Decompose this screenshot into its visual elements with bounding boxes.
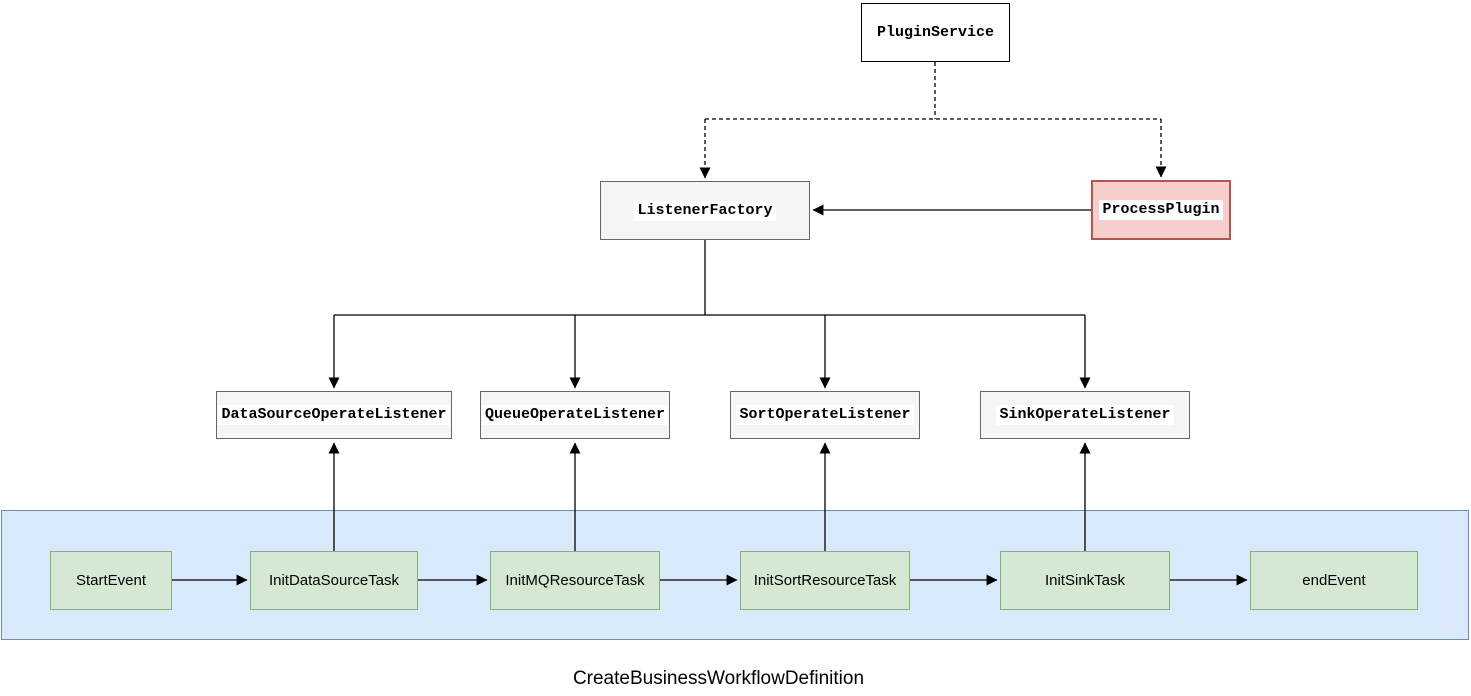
diagram-caption: CreateBusinessWorkflowDefinition: [572, 668, 865, 689]
node-init-mq-resource-task: InitMQResourceTask: [490, 551, 660, 610]
node-start-event-label: StartEvent: [75, 571, 147, 589]
node-queue-operate-listener: QueueOperateListener: [480, 391, 670, 439]
node-listener-factory: ListenerFactory: [600, 181, 810, 240]
node-datasource-operate-listener: DataSourceOperateListener: [216, 391, 452, 439]
node-sink-operate-listener: SinkOperateListener: [980, 391, 1190, 439]
node-sort-operate-listener: SortOperateListener: [730, 391, 920, 439]
node-process-plugin-label: ProcessPlugin: [1099, 200, 1223, 220]
node-listener-factory-label: ListenerFactory: [634, 200, 776, 221]
node-init-datasource-task-label: InitDataSourceTask: [268, 571, 400, 589]
node-init-sink-task: InitSinkTask: [1000, 551, 1170, 610]
edge-tasks-listeners: [328, 442, 1091, 551]
node-start-event: StartEvent: [50, 551, 172, 610]
node-process-plugin: ProcessPlugin: [1091, 180, 1231, 240]
node-end-event: endEvent: [1250, 551, 1418, 610]
node-init-mq-resource-task-label: InitMQResourceTask: [505, 571, 645, 589]
edge-listenerfactory-listeners: [328, 240, 1091, 389]
node-init-sort-resource-task-label: InitSortResourceTask: [753, 571, 897, 589]
node-datasource-operate-listener-label: DataSourceOperateListener: [218, 405, 450, 425]
node-queue-operate-listener-label: QueueOperateListener: [481, 405, 669, 425]
node-sort-operate-listener-label: SortOperateListener: [736, 405, 914, 425]
node-init-sort-resource-task: InitSortResourceTask: [740, 551, 910, 610]
edge-pluginservice-branch: [699, 62, 1167, 179]
node-plugin-service-label: PluginService: [873, 22, 998, 43]
node-init-datasource-task: InitDataSourceTask: [250, 551, 418, 610]
node-sink-operate-listener-label: SinkOperateListener: [996, 405, 1174, 425]
node-init-sink-task-label: InitSinkTask: [1044, 571, 1126, 589]
node-plugin-service: PluginService: [861, 3, 1010, 62]
node-end-event-label: endEvent: [1302, 571, 1366, 589]
